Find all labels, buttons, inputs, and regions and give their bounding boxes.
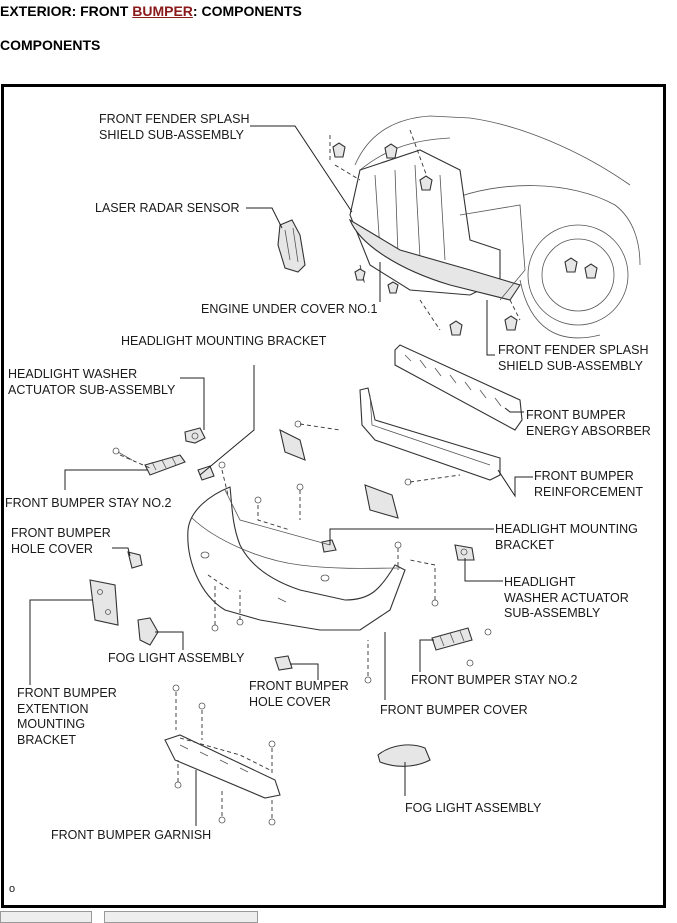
extension-bracket-part	[89, 579, 119, 626]
label-ext-bracket-1: FRONT BUMPER	[17, 686, 117, 700]
vehicle-body	[329, 115, 641, 339]
washer-left-part	[184, 427, 206, 444]
title-prefix: EXTERIOR: FRONT	[0, 3, 133, 19]
washer-right-part	[454, 544, 475, 561]
page-title: EXTERIOR: FRONT BUMPER: COMPONENTS	[0, 3, 302, 19]
label-washer-right-3: SUB-ASSEMBLY	[504, 606, 601, 620]
label-fender-splash-right-2: SHIELD SUB-ASSEMBLY	[498, 359, 644, 373]
label-fender-splash-right-1: FRONT FENDER SPLASH	[498, 343, 649, 357]
label-washer-left-2: ACTUATOR SUB-ASSEMBLY	[8, 383, 176, 397]
label-fender-splash-top-1: FRONT FENDER SPLASH	[99, 112, 250, 126]
garnish-part	[164, 734, 281, 799]
bolts	[172, 420, 439, 826]
label-headlight-bracket-right-2: BRACKET	[495, 538, 554, 552]
label-reinforcement-2: REINFORCEMENT	[534, 485, 643, 499]
bottom-button-right[interactable]	[104, 911, 258, 923]
label-fog-light-left: FOG LIGHT ASSEMBLY	[108, 651, 245, 665]
label-bumper-cover: FRONT BUMPER COVER	[380, 703, 528, 717]
section-heading: COMPONENTS	[0, 37, 101, 53]
label-ext-bracket-2: EXTENTION	[17, 702, 89, 716]
label-hole-cover-mid-1: FRONT BUMPER	[249, 679, 349, 693]
corner-mark: o	[9, 883, 15, 895]
title-suffix: : COMPONENTS	[192, 3, 302, 19]
headlight-brackets	[197, 428, 399, 553]
reinforcement-part	[359, 387, 501, 481]
label-hole-cover-left-2: HOLE COVER	[11, 542, 93, 556]
fog-light-left-part	[137, 617, 159, 646]
clips	[332, 142, 598, 336]
label-energy-absorber-2: ENERGY ABSORBER	[526, 424, 651, 438]
laser-radar-sensor-part	[277, 219, 306, 273]
bottom-button-left[interactable]	[0, 911, 92, 923]
label-stay-left: FRONT BUMPER STAY NO.2	[5, 496, 172, 510]
label-energy-absorber-1: FRONT BUMPER	[526, 408, 626, 422]
label-fog-light-right: FOG LIGHT ASSEMBLY	[405, 801, 542, 815]
label-reinforcement-1: FRONT BUMPER	[534, 469, 634, 483]
leader-lines	[29, 125, 533, 826]
bumper-link[interactable]: BUMPER	[132, 3, 193, 19]
stay-left-part	[112, 447, 186, 476]
assembly-lines	[119, 423, 461, 818]
label-washer-left-1: HEADLIGHT WASHER	[8, 367, 137, 381]
bumper-cover-part	[187, 486, 406, 631]
diagram-frame	[1, 84, 666, 908]
label-headlight-bracket-right-1: HEADLIGHT MOUNTING	[495, 522, 638, 536]
hole-cover-left-part	[127, 551, 143, 569]
label-hole-cover-left-1: FRONT BUMPER	[11, 526, 111, 540]
stay-right-part	[431, 627, 492, 667]
label-fender-splash-top-2: SHIELD SUB-ASSEMBLY	[99, 128, 245, 142]
label-headlight-bracket-top: HEADLIGHT MOUNTING BRACKET	[121, 334, 327, 348]
label-washer-right-2: WASHER ACTUATOR	[504, 591, 629, 605]
fog-light-right-part	[377, 744, 431, 767]
label-washer-right-1: HEADLIGHT	[504, 575, 576, 589]
label-ext-bracket-3: MOUNTING	[17, 717, 85, 731]
label-ext-bracket-4: BRACKET	[17, 733, 76, 747]
hole-cover-mid-part	[274, 655, 293, 671]
energy-absorber-part	[394, 344, 523, 431]
label-stay-right: FRONT BUMPER STAY NO.2	[411, 673, 578, 687]
label-garnish: FRONT BUMPER GARNISH	[51, 828, 211, 842]
label-laser-radar: LASER RADAR SENSOR	[95, 201, 239, 215]
label-hole-cover-mid-2: HOLE COVER	[249, 695, 331, 709]
label-engine-under-cover: ENGINE UNDER COVER NO.1	[201, 302, 377, 316]
